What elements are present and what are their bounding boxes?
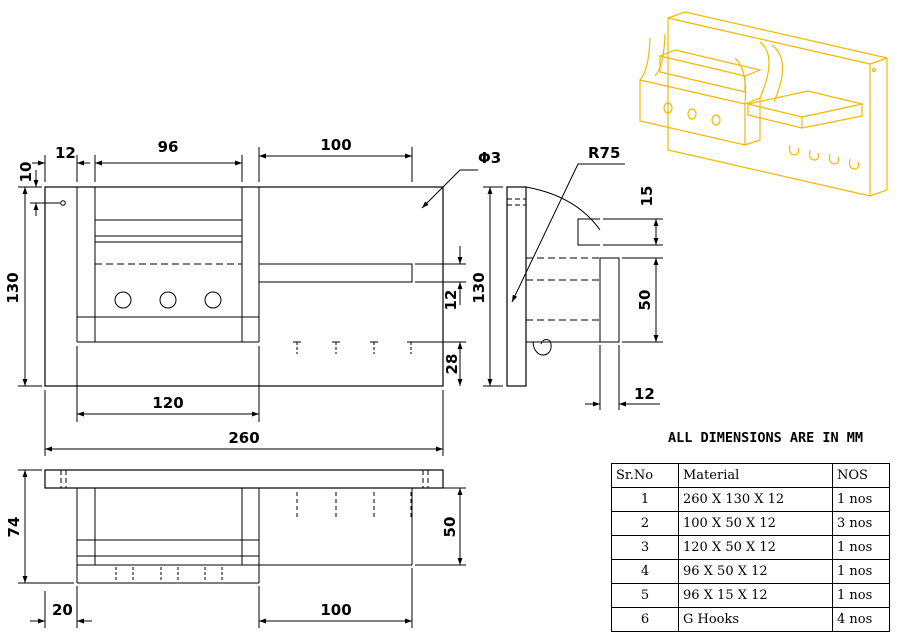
- dim-50-top: 50: [441, 517, 459, 538]
- bom-cell-material: 120 X 50 X 12: [678, 535, 833, 560]
- bom-cell-srno: 2: [611, 511, 679, 536]
- bom-cell-srno: 6: [611, 607, 679, 632]
- dim-260: 260: [228, 429, 259, 447]
- dim-100-front: 100: [320, 136, 351, 154]
- bom-header-row: Sr.No Material NOS: [611, 463, 890, 488]
- bom-cell-nos: 1 nos: [832, 583, 890, 608]
- top-backboard: [44, 469, 444, 489]
- hole-1: [114, 291, 132, 309]
- dim-96: 96: [158, 138, 179, 156]
- dim-130-side: 130: [470, 272, 488, 303]
- bom-cell-material: 260 X 130 X 12: [678, 487, 833, 512]
- bom-cell-nos: 3 nos: [832, 511, 890, 536]
- dim-r75: R75: [588, 144, 620, 162]
- isometric-view: [639, 11, 888, 197]
- dim-phi3: Φ3: [478, 149, 501, 167]
- g-hooks-front: [293, 341, 415, 354]
- dim-28: 28: [443, 354, 461, 375]
- dim-20: 20: [52, 601, 73, 619]
- bom-cell-srno: 5: [611, 583, 679, 608]
- side-backboard: [506, 186, 527, 387]
- dim-12-top: 12: [55, 144, 76, 162]
- hole-2: [159, 291, 177, 309]
- bom-cell-material: 100 X 50 X 12: [678, 511, 833, 536]
- dim-12-shelf: 12: [442, 290, 460, 311]
- side-view: R75 130 15 50 12: [470, 144, 663, 410]
- table-row: 6 G Hooks 4 nos: [611, 607, 890, 632]
- dim-74: 74: [5, 517, 23, 538]
- table-row: 2 100 X 50 X 12 3 nos: [611, 511, 890, 536]
- g-hook-side: [532, 339, 552, 356]
- bom-cell-nos: 4 nos: [832, 607, 890, 632]
- dim-130-front: 130: [4, 272, 22, 303]
- bom-cell-nos: 1 nos: [832, 487, 890, 512]
- dim-100-top: 100: [320, 601, 351, 619]
- table-row: 3 120 X 50 X 12 1 nos: [611, 535, 890, 560]
- front-backboard: [44, 186, 444, 387]
- table-row: 1 260 X 130 X 12 1 nos: [611, 487, 890, 512]
- dim-120: 120: [152, 394, 183, 412]
- dim-12-side: 12: [634, 385, 655, 403]
- bom-cell-nos: 1 nos: [832, 559, 890, 584]
- bom-cell-srno: 4: [611, 559, 679, 584]
- dim-15: 15: [638, 186, 656, 207]
- bom-cell-material: 96 X 50 X 12: [678, 559, 833, 584]
- dim-10: 10: [17, 162, 35, 183]
- bom-cell-material: G Hooks: [678, 607, 833, 632]
- front-view: 12 96 100 Φ3 10 130 12 28 120: [4, 136, 501, 456]
- table-row: 5 96 X 15 X 12 1 nos: [611, 583, 890, 608]
- hole-3: [204, 291, 222, 309]
- units-note: ALL DIMENSIONS ARE IN MM: [668, 430, 864, 446]
- dim-50-side: 50: [636, 290, 654, 311]
- bom-cell-material: 96 X 15 X 12: [678, 583, 833, 608]
- bom-cell-srno: 1: [611, 487, 679, 512]
- bom-header-material: Material: [678, 463, 833, 488]
- bill-of-materials: Sr.No Material NOS 1 260 X 130 X 12 1 no…: [611, 463, 890, 632]
- table-row: 4 96 X 50 X 12 1 nos: [611, 559, 890, 584]
- g-hooks-top: [296, 492, 412, 520]
- bom-header-srno: Sr.No: [611, 463, 679, 488]
- top-view: 74 50 20 100: [5, 469, 466, 628]
- bom-header-nos: NOS: [832, 463, 890, 488]
- bom-cell-srno: 3: [611, 535, 679, 560]
- bom-cell-nos: 1 nos: [832, 535, 890, 560]
